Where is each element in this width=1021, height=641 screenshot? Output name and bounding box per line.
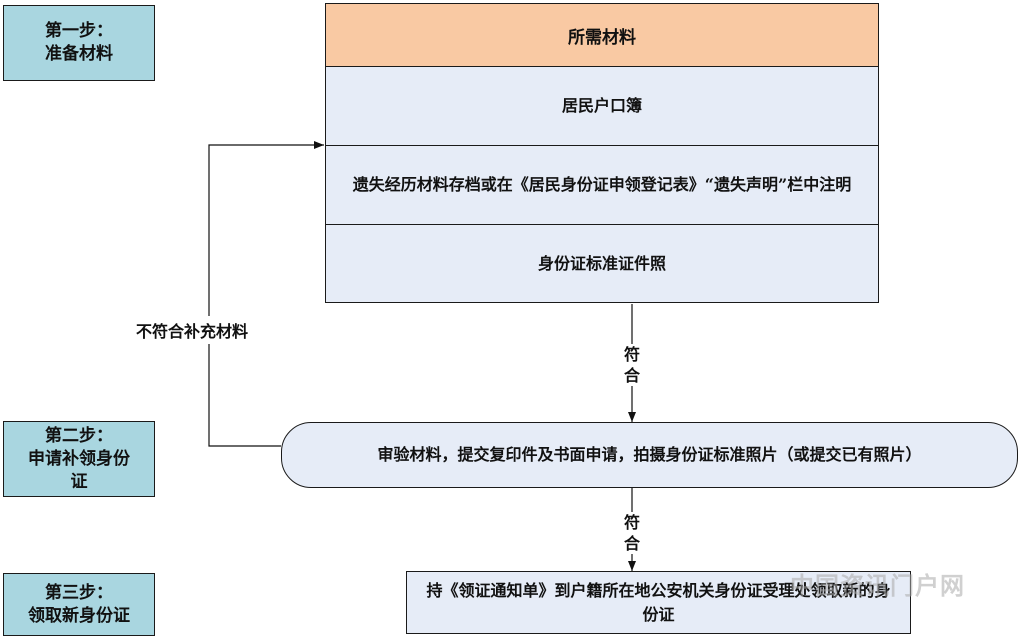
materials-header: 所需材料 bbox=[325, 3, 879, 67]
step-1-title: 第一步： bbox=[45, 21, 113, 41]
materials-header-text: 所需材料 bbox=[568, 27, 636, 48]
collect-text: 持《领证通知单》到户籍所在地公安机关身份证受理处领取新的身份证 bbox=[426, 580, 891, 624]
materials-row-1-text: 居民户口簿 bbox=[561, 96, 642, 115]
materials-row-1: 居民户口簿 bbox=[325, 66, 879, 146]
match-label-1: 符合 bbox=[622, 344, 642, 386]
step-3-name: 领取新身份证 bbox=[28, 605, 130, 626]
materials-row-2: 遗失经历材料存档或在《居民身份证申领登记表》“遗失声明”栏中注明 bbox=[325, 145, 879, 225]
step-2-box: 第二步： 申请补领身份 证 bbox=[3, 421, 155, 497]
arrow-feedback-loop bbox=[208, 141, 324, 447]
materials-row-3: 身份证标准证件照 bbox=[325, 224, 879, 303]
step-3-title: 第三步： bbox=[45, 582, 113, 603]
materials-table: 所需材料 居民户口簿 遗失经历材料存档或在《居民身份证申领登记表》“遗失声明”栏… bbox=[325, 3, 879, 303]
review-process-box: 审验材料，提交复印件及书面申请，拍摄身份证标准照片（或提交已有照片） bbox=[281, 422, 1018, 488]
reject-label: 不符合补充材料 bbox=[134, 316, 251, 344]
collect-box: 持《领证通知单》到户籍所在地公安机关身份证受理处领取新的身份证 bbox=[406, 571, 911, 634]
step-2-name-cont: 证 bbox=[70, 471, 88, 492]
review-process-text: 审验材料，提交复印件及书面申请，拍摄身份证标准照片（或提交已有照片） bbox=[377, 445, 922, 464]
step-3-box: 第三步： 领取新身份证 bbox=[3, 573, 155, 636]
materials-row-3-text: 身份证标准证件照 bbox=[537, 253, 666, 273]
step-2-title: 第二步： bbox=[45, 425, 113, 446]
step-1-box: 第一步： 准备材料 bbox=[3, 5, 155, 81]
watermark: 中国资讯门户网 bbox=[790, 572, 965, 600]
match-label-2: 符合 bbox=[622, 512, 642, 554]
materials-row-2-text: 遗失经历材料存档或在《居民身份证申领登记表》“遗失声明”栏中注明 bbox=[352, 175, 852, 194]
step-2-name: 申请补领身份 bbox=[28, 448, 130, 469]
step-1-name: 准备材料 bbox=[45, 44, 113, 64]
